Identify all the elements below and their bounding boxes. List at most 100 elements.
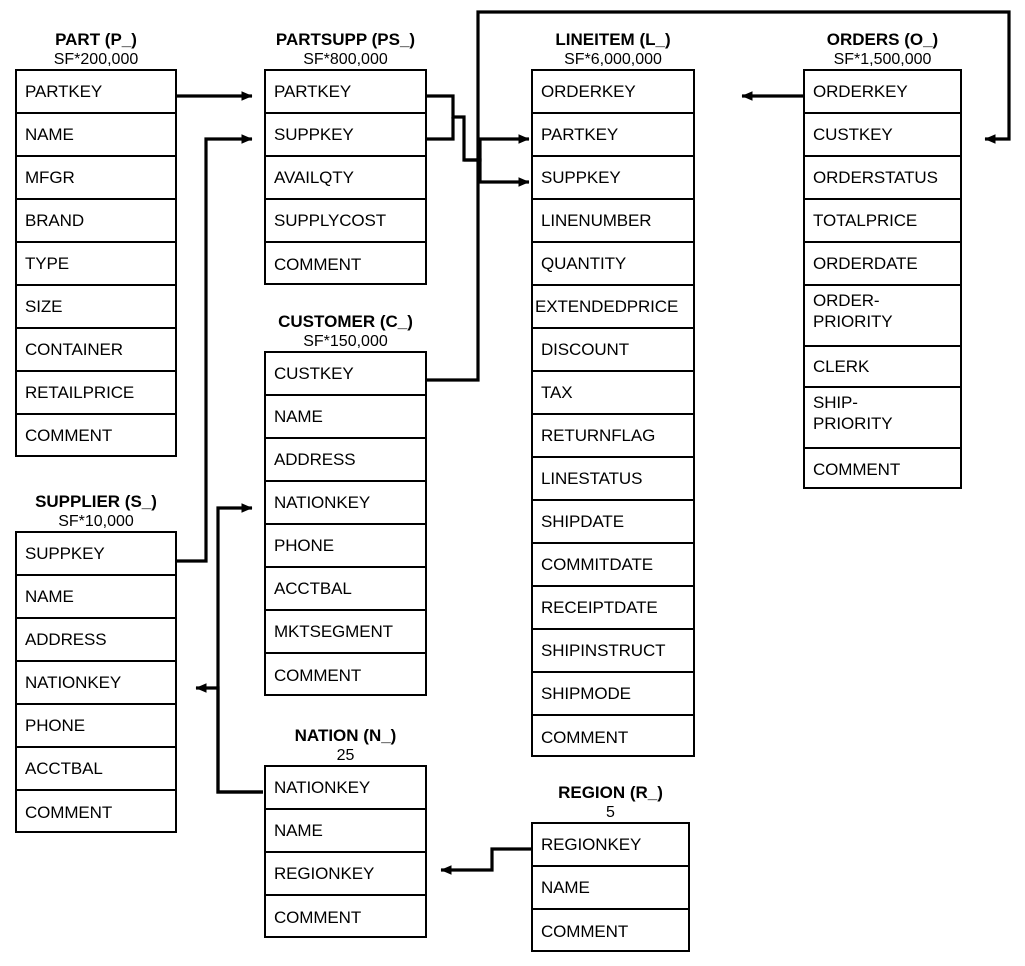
table-orders-title: ORDERS (O_) xyxy=(826,30,939,49)
connector-supplier-partsupp xyxy=(177,134,253,563)
table-part-cardinality: SF*200,000 xyxy=(53,51,139,68)
table-row[interactable]: CUSTKEY xyxy=(805,114,960,157)
table-row[interactable]: QUANTITY xyxy=(533,243,693,286)
table-row[interactable]: ACCTBAL xyxy=(17,748,175,791)
table-row[interactable]: COMMENT xyxy=(25,426,113,445)
table-row[interactable]: COMMENT xyxy=(813,460,901,479)
table-lineitem-cardinality: SF*6,000,000 xyxy=(564,51,662,68)
table-row[interactable]: ORDERKEY xyxy=(533,71,693,114)
table-partsupp-title: PARTSUPP (PS_) xyxy=(275,30,416,49)
table-row[interactable]: PARTKEY xyxy=(266,71,425,114)
table-row[interactable]: PHONE xyxy=(17,705,175,748)
table-region-cardinality: 5 xyxy=(606,804,615,821)
table-row[interactable]: TYPE xyxy=(17,243,175,286)
table-row[interactable]: NATIONKEY xyxy=(266,767,425,810)
table-row[interactable]: EXTENDEDPRICE xyxy=(533,286,693,329)
table-orders-cardinality: SF*1,500,000 xyxy=(833,51,932,68)
table-row[interactable]: COMMENT xyxy=(541,727,629,747)
table-row[interactable]: PHONE xyxy=(266,525,425,568)
table-row[interactable]: PARTKEY xyxy=(533,114,693,157)
table-nation-title: NATION (N_) xyxy=(294,726,397,745)
table-row[interactable]: SHIPMODE xyxy=(533,673,693,716)
table-supplier: SUPPLIER (S_) SF*10,000 SUPPKEY NAME ADD… xyxy=(15,492,177,833)
table-orders: ORDERS (O_) SF*1,500,000 ORDERKEY CUSTKE… xyxy=(803,30,962,489)
table-row[interactable]: ORDER-PRIORITY xyxy=(805,286,960,347)
table-row[interactable]: ORDERSTATUS xyxy=(805,157,960,200)
table-row[interactable]: SHIP-PRIORITY xyxy=(805,388,960,449)
table-row[interactable]: AVAILQTY xyxy=(266,157,425,200)
table-row[interactable]: SHIPINSTRUCT xyxy=(533,630,693,673)
table-row[interactable]: ACCTBAL xyxy=(266,568,425,611)
table-nation-cardinality: 25 xyxy=(336,747,355,764)
table-row[interactable]: NATIONKEY xyxy=(266,482,425,525)
table-region-title: REGION (R_) xyxy=(558,783,663,802)
connector-region-nation xyxy=(440,847,531,875)
table-row[interactable]: RECEIPTDATE xyxy=(533,587,693,630)
table-row-label: ORDER-PRIORITY xyxy=(813,291,893,331)
table-row[interactable]: RETAILPRICE xyxy=(17,372,175,415)
table-part: PART (P_) SF*200,000 PARTKEY NAME MFGR B… xyxy=(15,30,177,457)
table-row[interactable]: NAME xyxy=(266,396,425,439)
table-supplier-cardinality: SF*10,000 xyxy=(58,513,134,530)
table-region: REGION (R_) 5 REGIONKEY NAME COMMENT xyxy=(531,783,690,952)
table-supplier-title: SUPPLIER (S_) xyxy=(35,492,157,511)
table-row[interactable]: LINESTATUS xyxy=(533,458,693,501)
table-part-title: PART (P_) xyxy=(55,30,137,49)
table-partsupp-cardinality: SF*800,000 xyxy=(303,51,388,68)
table-row[interactable]: CUSTKEY xyxy=(266,353,425,396)
table-row[interactable]: NATIONKEY xyxy=(17,662,175,705)
table-row[interactable]: SUPPKEY xyxy=(266,114,425,157)
table-row[interactable]: RETURNFLAG xyxy=(533,415,693,458)
table-row[interactable]: COMMENT xyxy=(274,908,362,927)
table-customer-box: CUSTKEY NAME ADDRESS NATIONKEY PHONE ACC… xyxy=(264,351,427,696)
table-row[interactable]: ORDERDATE xyxy=(805,243,960,286)
connector-partsupp-lineitem xyxy=(427,94,530,187)
table-customer-title: CUSTOMER (C_) xyxy=(278,312,413,331)
table-nation-box: NATIONKEY NAME REGIONKEY COMMENT xyxy=(264,765,427,938)
table-supplier-box: SUPPKEY NAME ADDRESS NATIONKEY PHONE ACC… xyxy=(15,531,177,833)
table-row[interactable]: TAX xyxy=(533,372,693,415)
table-row[interactable]: NAME xyxy=(17,114,175,157)
table-lineitem-title: LINEITEM (L_) xyxy=(555,30,671,49)
table-region-box: REGIONKEY NAME COMMENT xyxy=(531,822,690,952)
table-row[interactable]: REGIONKEY xyxy=(266,853,425,896)
table-row[interactable]: ADDRESS xyxy=(266,439,425,482)
table-row[interactable]: SHIPDATE xyxy=(533,501,693,544)
table-row[interactable]: CONTAINER xyxy=(17,329,175,372)
table-row[interactable]: DISCOUNT xyxy=(533,329,693,372)
table-lineitem-box: ORDERKEY PARTKEY SUPPKEY LINENUMBER QUAN… xyxy=(531,69,695,757)
table-part-box: PARTKEY NAME MFGR BRAND TYPE SIZE CONTAI… xyxy=(15,69,177,457)
table-customer: CUSTOMER (C_) SF*150,000 CUSTKEY NAME AD… xyxy=(264,312,427,696)
table-partsupp: PARTSUPP (PS_) SF*800,000 PARTKEY SUPPKE… xyxy=(264,30,427,285)
table-row[interactable]: TOTALPRICE xyxy=(805,200,960,243)
table-row[interactable]: REGIONKEY xyxy=(533,824,688,867)
table-row[interactable]: ADDRESS xyxy=(17,619,175,662)
table-row[interactable]: SUPPKEY xyxy=(533,157,693,200)
table-row[interactable]: CLERK xyxy=(805,347,960,388)
table-row[interactable]: COMMENT xyxy=(274,666,362,685)
table-row[interactable]: BRAND xyxy=(17,200,175,243)
table-row-label: SHIP-PRIORITY xyxy=(813,393,893,433)
connector-nation-supplier xyxy=(195,683,263,794)
table-row[interactable]: SUPPKEY xyxy=(17,533,175,576)
table-row[interactable]: MKTSEGMENT xyxy=(266,611,425,654)
table-row[interactable]: SUPPLYCOST xyxy=(266,200,425,243)
table-row[interactable]: NAME xyxy=(266,810,425,853)
table-row[interactable]: COMMITDATE xyxy=(533,544,693,587)
table-row[interactable]: NAME xyxy=(533,867,688,910)
table-partsupp-box: PARTKEY SUPPKEY AVAILQTY SUPPLYCOST COMM… xyxy=(264,69,427,285)
table-row[interactable]: COMMENT xyxy=(541,922,629,941)
table-row[interactable]: ORDERKEY xyxy=(805,71,960,114)
table-orders-box: ORDERKEY CUSTKEY ORDERSTATUS TOTALPRICE … xyxy=(803,69,962,489)
table-row[interactable]: COMMENT xyxy=(25,803,113,822)
table-row[interactable]: LINENUMBER xyxy=(533,200,693,243)
table-row[interactable]: PARTKEY xyxy=(17,71,175,114)
table-lineitem: LINEITEM (L_) SF*6,000,000 ORDERKEY PART… xyxy=(531,30,695,757)
table-row[interactable]: SIZE xyxy=(17,286,175,329)
connector-nation-customer xyxy=(216,503,263,794)
table-row[interactable]: COMMENT xyxy=(274,255,362,274)
table-row[interactable]: NAME xyxy=(17,576,175,619)
table-row[interactable]: MFGR xyxy=(17,157,175,200)
table-customer-cardinality: SF*150,000 xyxy=(303,333,388,350)
